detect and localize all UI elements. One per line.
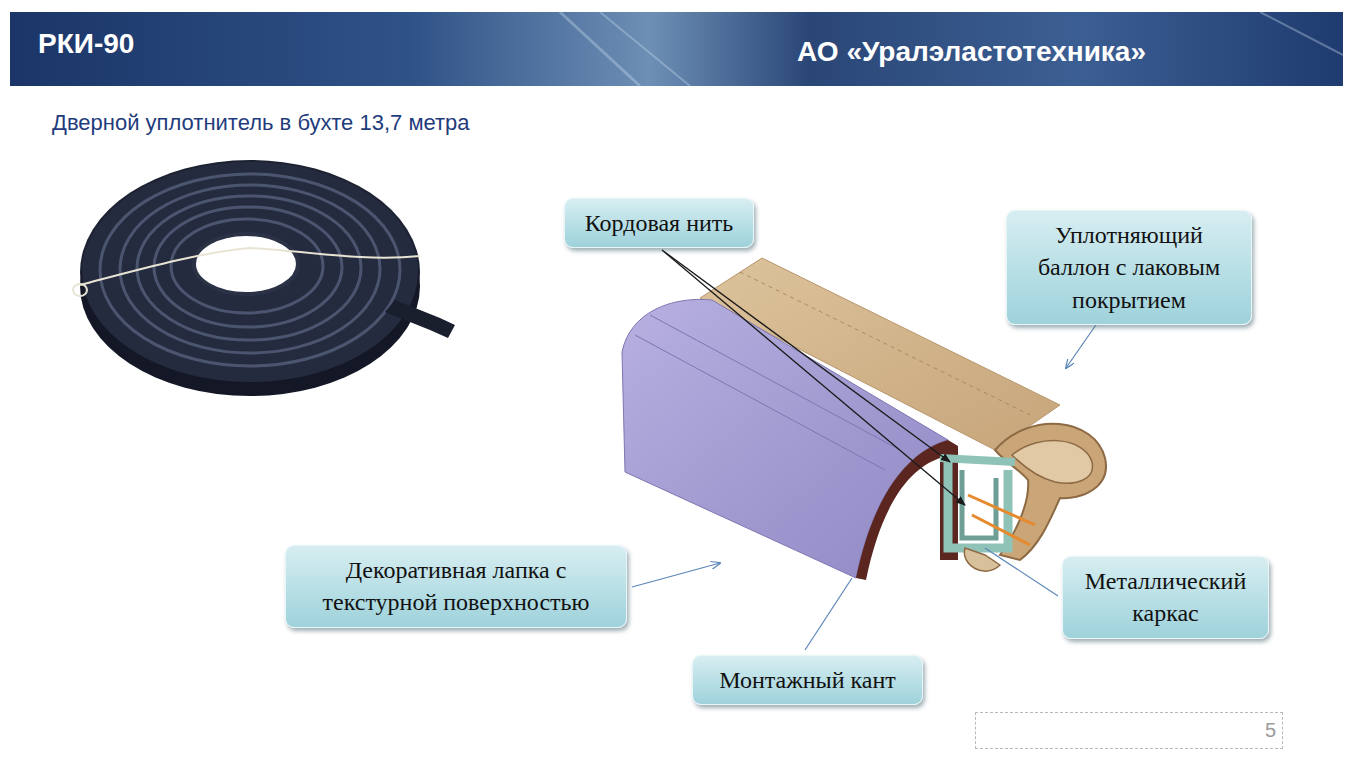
slide-code: РКИ-90 (38, 28, 134, 60)
callout-box: Монтажный кант (692, 655, 923, 705)
callout-text: Уплотняющий баллон с лаковым покрытием (1017, 219, 1241, 316)
mount-lip (964, 548, 1000, 571)
cord-thread (968, 495, 1035, 525)
metal-frame (948, 462, 1008, 548)
callout-box: Металлический каркас (1062, 556, 1269, 639)
page-number-box: 5 (975, 712, 1283, 749)
leader-line (632, 563, 720, 587)
coil-ring (171, 219, 323, 313)
leader-line (985, 548, 1058, 596)
metal-frame (940, 458, 1015, 462)
callout-box: Декоративная лапка с текстурной поверхно… (285, 545, 627, 628)
coil-tail (385, 300, 455, 338)
streak (560, 12, 640, 86)
callout-box: Уплотняющий баллон с лаковым покрытием (1006, 210, 1252, 325)
leader-line (662, 250, 950, 462)
streak (1260, 12, 1343, 55)
company-name: АО «Уралэластотехника» (797, 36, 1146, 68)
texture-line (635, 335, 885, 470)
leader-line (662, 250, 965, 505)
leader-line (1066, 322, 1098, 368)
cord-thread (972, 515, 1030, 545)
coil-photo (73, 160, 455, 396)
page-number: 5 (982, 719, 1276, 742)
coil-hole (194, 234, 298, 294)
callout-box: Кордовая нить (564, 198, 754, 248)
leader-line (805, 578, 852, 650)
coil-ring (154, 207, 342, 327)
callout-text: Декоративная лапка с текстурной поверхно… (296, 554, 616, 619)
coil-ring (100, 174, 400, 366)
coil-tie (80, 248, 420, 285)
callout-text: Кордовая нить (575, 207, 743, 239)
texture-line (650, 315, 900, 450)
streak (600, 12, 690, 86)
coil-ring (137, 196, 361, 340)
coil-tie (73, 284, 87, 296)
slide-subtitle: Дверной уплотнитель в бухте 13,7 метра (52, 110, 470, 136)
coil-ring (120, 185, 380, 353)
callout-text: Металлический каркас (1073, 565, 1258, 630)
balloon-cavity (1012, 441, 1092, 484)
header-streaks (560, 12, 1343, 86)
callout-text: Монтажный кант (703, 664, 912, 696)
